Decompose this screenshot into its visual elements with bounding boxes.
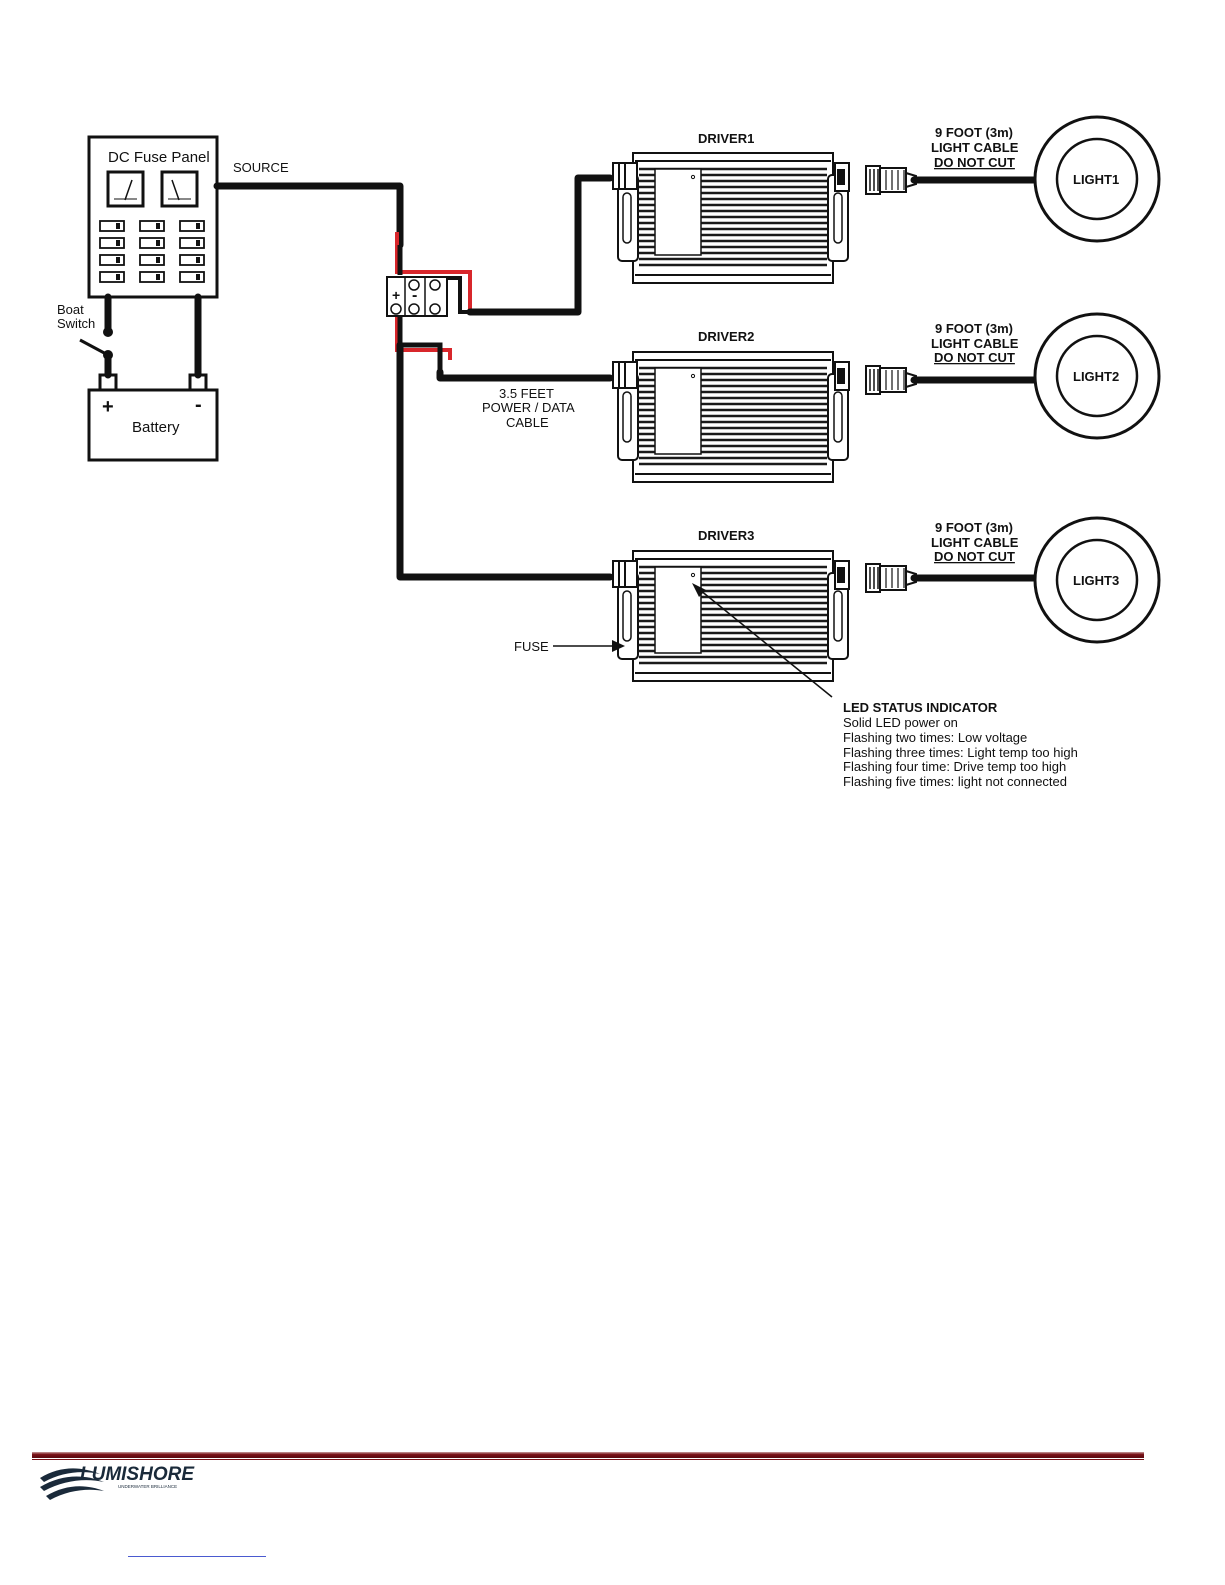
led-status-title: LED STATUS INDICATOR [843,700,998,715]
light3-cable-line-2: LIGHT CABLE [931,535,1019,550]
logo-brand: LUMISHORE [80,1464,195,1485]
boat-switch: Boat Switch [57,293,202,379]
driver-2: DRIVER2 [611,329,851,484]
led-status-line: Flashing three times: Light temp too hig… [843,745,1078,760]
led-status-line: Solid LED power on [843,715,958,730]
power-cable-line-3: CABLE [506,415,549,430]
driver3-feed-wire [396,341,614,581]
light1-cable-line-1: 9 FOOT (3m) [935,125,1013,140]
driver2-label: DRIVER2 [698,329,754,344]
bus-plus: + [392,287,400,303]
fuse-callout: FUSE [514,639,625,654]
driver3-label: DRIVER3 [698,528,754,543]
meter-icon [106,170,145,208]
switch-label-2: Switch [57,316,95,331]
battery: + - Battery [87,373,219,462]
led-status-callout: LED STATUS INDICATOR Solid LED power on … [692,583,1078,789]
light1-cable-line-3: DO NOT CUT [934,155,1015,170]
led-status-line: Flashing five times: light not connected [843,774,1067,789]
meter-icon [160,170,199,208]
driver-1: DRIVER1 [611,131,851,285]
light3-cable-line-1: 9 FOOT (3m) [935,520,1013,535]
light1-cable-line-2: LIGHT CABLE [931,140,1019,155]
light-3-assembly: 9 FOOT (3m) LIGHT CABLE DO NOT CUT LIGHT… [865,516,1161,644]
battery-label: Battery [132,419,180,436]
footer-rule [32,1452,1144,1458]
bus-minus: - [412,287,417,304]
led-status-line: Flashing four time: Drive temp too high [843,759,1066,774]
battery-plus: + [102,396,114,418]
switch-label-1: Boat [57,302,84,317]
fuse-label: FUSE [514,639,549,654]
footer-rule-thin [32,1459,1144,1460]
footer-link-underline[interactable] [128,1556,266,1557]
bus-bar: + - [386,232,472,372]
source-label: SOURCE [233,160,289,175]
lumishore-logo: LUMISHORE UNDERWATER BRILLIANCE [40,1464,195,1500]
fuse-panel-title: DC Fuse Panel [108,149,210,166]
power-cable-line-2: POWER / DATA [482,400,575,415]
light2-label: LIGHT2 [1073,369,1119,384]
light2-cable-line-2: LIGHT CABLE [931,336,1019,351]
driver2-feed-wire: 3.5 FEET POWER / DATA CABLE [436,368,614,430]
light3-cable-line-3: DO NOT CUT [934,549,1015,564]
source-wire: SOURCE [213,160,404,249]
power-cable-line-1: 3.5 FEET [499,386,554,401]
light-1-assembly: 9 FOOT (3m) LIGHT CABLE DO NOT CUT LIGHT… [865,115,1161,243]
light1-label: LIGHT1 [1073,172,1119,187]
battery-minus: - [195,394,202,416]
light-2-assembly: 9 FOOT (3m) LIGHT CABLE DO NOT CUT LIGHT… [865,312,1161,440]
driver-3: DRIVER3 [611,528,851,683]
breaker-grid [99,220,205,283]
driver1-feed-wire [466,174,614,316]
light2-cable-line-1: 9 FOOT (3m) [935,321,1013,336]
led-status-line: Flashing two times: Low voltage [843,730,1027,745]
light3-label: LIGHT3 [1073,573,1119,588]
light2-cable-line-3: DO NOT CUT [934,350,1015,365]
logo-tagline: UNDERWATER BRILLIANCE [118,1484,177,1489]
driver1-label: DRIVER1 [698,131,754,146]
dc-fuse-panel: DC Fuse Panel [87,135,219,299]
